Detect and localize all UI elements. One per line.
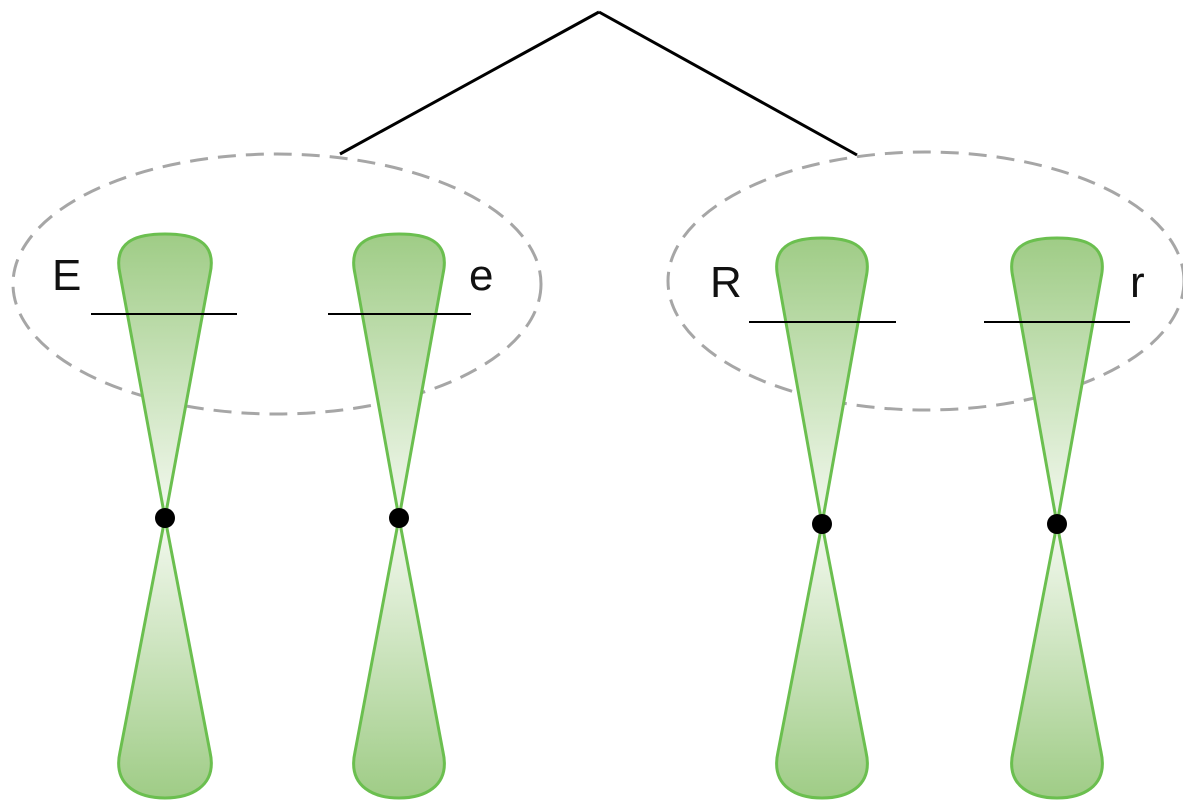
branch-lines — [339, 10, 858, 157]
chromosome-left-2 — [328, 232, 471, 800]
chromosome-upper-arm — [117, 232, 213, 520]
chromosome-right-1 — [749, 236, 896, 800]
chromosome-right-2 — [984, 236, 1130, 800]
branch-line-left — [339, 10, 600, 156]
allele-label-r: r — [1130, 258, 1145, 307]
centromere-dot — [812, 514, 832, 534]
chromosome-lower-arm — [1010, 522, 1104, 800]
centromere-dot — [389, 508, 409, 528]
pair-outline-right — [666, 150, 1183, 412]
chromosome-upper-arm — [352, 232, 446, 520]
allele-label-R: R — [710, 258, 742, 307]
allele-label-e: e — [469, 251, 493, 300]
centromere-dot — [1047, 514, 1067, 534]
chromosome-left-1 — [91, 232, 237, 800]
centromere-dot — [155, 508, 175, 528]
chromosome-lower-arm — [352, 516, 446, 800]
pair-outline-left — [11, 152, 543, 416]
chromosome-upper-arm — [775, 236, 869, 526]
chromosome-lower-arm — [117, 516, 213, 800]
branch-line-right — [598, 10, 858, 157]
allele-label-E: E — [52, 251, 81, 300]
chromosome-upper-arm — [1010, 236, 1104, 526]
chromosome-lower-arm — [775, 522, 869, 800]
